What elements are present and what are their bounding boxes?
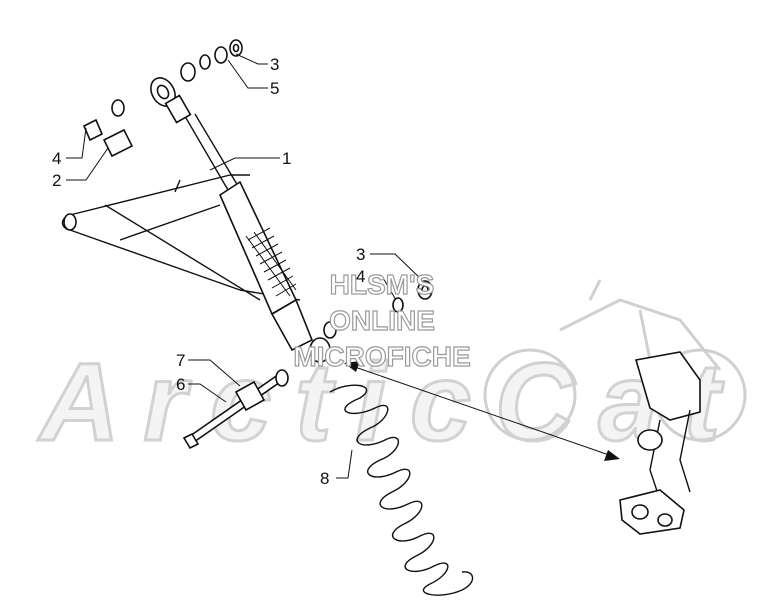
- shock-top-eye: [150, 77, 192, 124]
- frame-bracket: [619, 351, 701, 535]
- callout-1: 1: [282, 149, 291, 168]
- callout-4-lower: 4: [356, 267, 365, 286]
- lower-hardware: [182, 280, 433, 450]
- watermark-line-1: HLSM'S: [330, 269, 435, 300]
- callout-6: 6: [176, 375, 185, 394]
- watermark-line-3: MICROFICHE: [293, 341, 470, 372]
- callout-labels: 3 5 1 4 2 3 4 7 6 8: [52, 55, 365, 488]
- shock-rod: [185, 113, 239, 191]
- brand-watermark-text: ArcticCat: [37, 341, 724, 464]
- shock-bottom-eye: [309, 337, 331, 363]
- callout-2: 2: [52, 171, 61, 190]
- watermark-line-2: ONLINE: [329, 305, 435, 336]
- shock-absorber: [150, 77, 331, 363]
- a-arm: [61, 174, 301, 301]
- shock-body: [218, 180, 298, 316]
- shock-lower: [270, 298, 314, 352]
- coil-spring: [329, 384, 474, 596]
- spacer: [234, 380, 266, 412]
- callout-3-top: 3: [270, 55, 279, 74]
- callout-7: 7: [176, 351, 185, 370]
- callout-4-top: 4: [52, 149, 61, 168]
- callout-5: 5: [270, 79, 279, 98]
- upper-hardware: [82, 39, 243, 158]
- brand-watermark: ArcticCat: [36, 279, 747, 466]
- callout-8: 8: [320, 469, 329, 488]
- assembly-arrow: [344, 361, 620, 461]
- hlsm-watermark: HLSM'S ONLINE MICROFICHE: [293, 268, 472, 372]
- leader-lines: [66, 53, 423, 479]
- shock-body-knurl: [245, 227, 297, 297]
- callout-3-lower: 3: [356, 245, 365, 264]
